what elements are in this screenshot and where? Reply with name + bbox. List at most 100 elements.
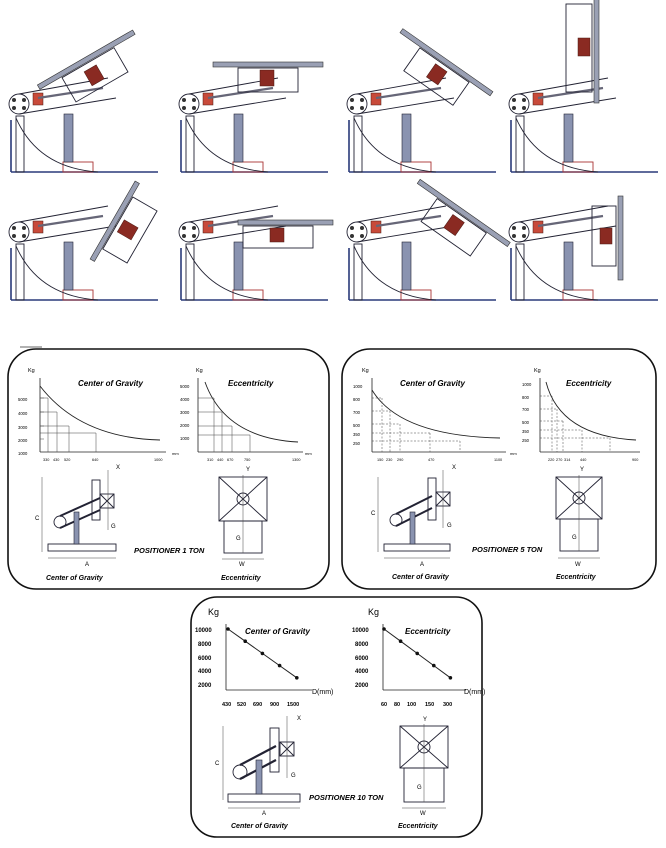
data-point	[277, 663, 282, 668]
y-tick: 3000	[180, 410, 190, 415]
panel-2-title: POSITIONER 5 TON	[472, 545, 543, 554]
y-tick: 6000	[198, 656, 212, 662]
x-tick: 1000	[154, 458, 162, 462]
y-tick: 250	[522, 438, 530, 443]
panel-3-front-view: Y G W Eccentricity	[398, 717, 449, 830]
y-tick: 700	[522, 407, 530, 412]
y-tick: 350	[522, 429, 530, 434]
dim-g-label: G	[291, 773, 296, 779]
dim-c-label: C	[371, 511, 376, 517]
x-unit-label: mm	[510, 451, 517, 456]
data-point	[415, 651, 420, 656]
x-tick: 220	[548, 458, 554, 462]
data-point	[243, 639, 247, 643]
dim-c-label: C	[35, 516, 40, 522]
x-unit-label: D(mm)	[464, 689, 485, 696]
x-tick: 440	[217, 458, 223, 462]
x-tick: 670	[227, 458, 233, 462]
x-tick: 1500	[287, 702, 299, 708]
y-tick: 350	[353, 432, 361, 437]
chart-title: Center of Gravity	[400, 379, 465, 388]
y-tick: 500	[522, 420, 530, 425]
y-tick: 4000	[18, 411, 28, 416]
y-tick: 250	[353, 441, 361, 446]
positioner-pose-3	[345, 28, 498, 174]
x-tick: 520	[237, 702, 246, 708]
positioner-pose-7	[345, 178, 511, 302]
x-unit-label: mm	[172, 451, 179, 456]
y-tick: 10000	[195, 628, 212, 634]
x-tick: 470	[428, 458, 434, 462]
chart-title: Center of Gravity	[245, 627, 310, 636]
x-tick: 640	[92, 458, 98, 462]
dim-g-label: G	[236, 536, 241, 542]
positioner-pose-5	[7, 180, 160, 302]
dim-y-label: Y	[423, 717, 427, 723]
x-tick: 430	[53, 458, 59, 462]
dim-g-label: G	[111, 524, 116, 530]
x-tick: 60	[381, 702, 387, 708]
positioner-pose-2	[177, 61, 330, 174]
dim-a-label: A	[420, 562, 424, 568]
x-tick: 430	[222, 702, 231, 708]
panel-2-frame	[341, 348, 657, 590]
x-tick: 310	[207, 458, 213, 462]
y-tick: 500	[353, 423, 361, 428]
panel-2-side-view: C X G A Center of Gravity	[371, 465, 456, 581]
y-tick: 5000	[180, 384, 190, 389]
panel-3-title: POSITIONER 10 TON	[309, 793, 384, 802]
panel-1-side-view: C X G A Center of Gravity	[35, 465, 120, 582]
data-point	[448, 676, 453, 680]
y-tick: 6000	[355, 656, 369, 662]
y-tick: 3000	[18, 425, 28, 430]
x-tick: 300	[443, 702, 452, 708]
y-tick: 2000	[18, 438, 28, 443]
data-point	[260, 651, 265, 656]
x-tick: 1100	[494, 458, 502, 462]
y-tick: 8000	[355, 642, 369, 648]
y-unit-label: Kg	[196, 368, 203, 374]
dim-y-label: Y	[246, 467, 250, 473]
panel-2-chart-ecc: Kg 1000 800 700 500 350 250 220 270 314 …	[522, 368, 640, 462]
caption-right: Eccentricity	[221, 575, 262, 582]
x-tick: 750	[244, 458, 250, 462]
dim-c-label: C	[215, 761, 220, 767]
y-tick: 10000	[352, 628, 369, 634]
positioner-pose-8	[507, 195, 660, 302]
caption-right: Eccentricity	[556, 574, 597, 581]
x-tick: 80	[394, 702, 400, 708]
y-tick: 1000	[18, 451, 28, 456]
x-tick: 520	[64, 458, 70, 462]
caption-left: Center of Gravity	[231, 823, 289, 830]
y-unit-label: Kg	[368, 607, 379, 617]
y-tick: 5000	[18, 397, 28, 402]
y-tick: 4000	[180, 397, 190, 402]
y-tick: 1000	[180, 436, 190, 441]
panel-1-front-view: Y G W Eccentricity	[218, 467, 268, 582]
data-point	[226, 627, 230, 631]
caption-left: Center of Gravity	[392, 574, 450, 581]
y-tick: 4000	[198, 669, 212, 675]
positioner-pose-6	[177, 204, 334, 302]
x-tick: 314	[564, 458, 570, 462]
x-tick: 100	[407, 702, 416, 708]
y-unit-label: Kg	[362, 368, 369, 374]
x-tick: 330	[43, 458, 49, 462]
panel-2-chart-cog: Kg 1000 800 700 500 350 250 150 230 290 …	[353, 368, 517, 462]
data-point	[382, 627, 386, 631]
x-tick: 230	[386, 458, 392, 462]
dim-y-label: Y	[580, 467, 584, 473]
chart-title: Center of Gravity	[78, 379, 143, 388]
y-tick: 8000	[198, 642, 212, 648]
dim-g-label: G	[447, 523, 452, 529]
positioner-pose-1	[7, 29, 160, 174]
dim-x-label: X	[452, 465, 456, 471]
panel-3-chart-ecc: Kg 10000 8000 6000 4000 2000 60 80 100 1…	[352, 607, 485, 708]
dim-w-label: W	[239, 562, 245, 568]
panel-1-title: POSITIONER 1 TON	[134, 546, 205, 555]
y-tick: 800	[353, 397, 361, 402]
x-unit-label: D(mm)	[312, 689, 333, 696]
dim-a-label: A	[262, 811, 266, 817]
dim-a-label: A	[85, 562, 89, 568]
